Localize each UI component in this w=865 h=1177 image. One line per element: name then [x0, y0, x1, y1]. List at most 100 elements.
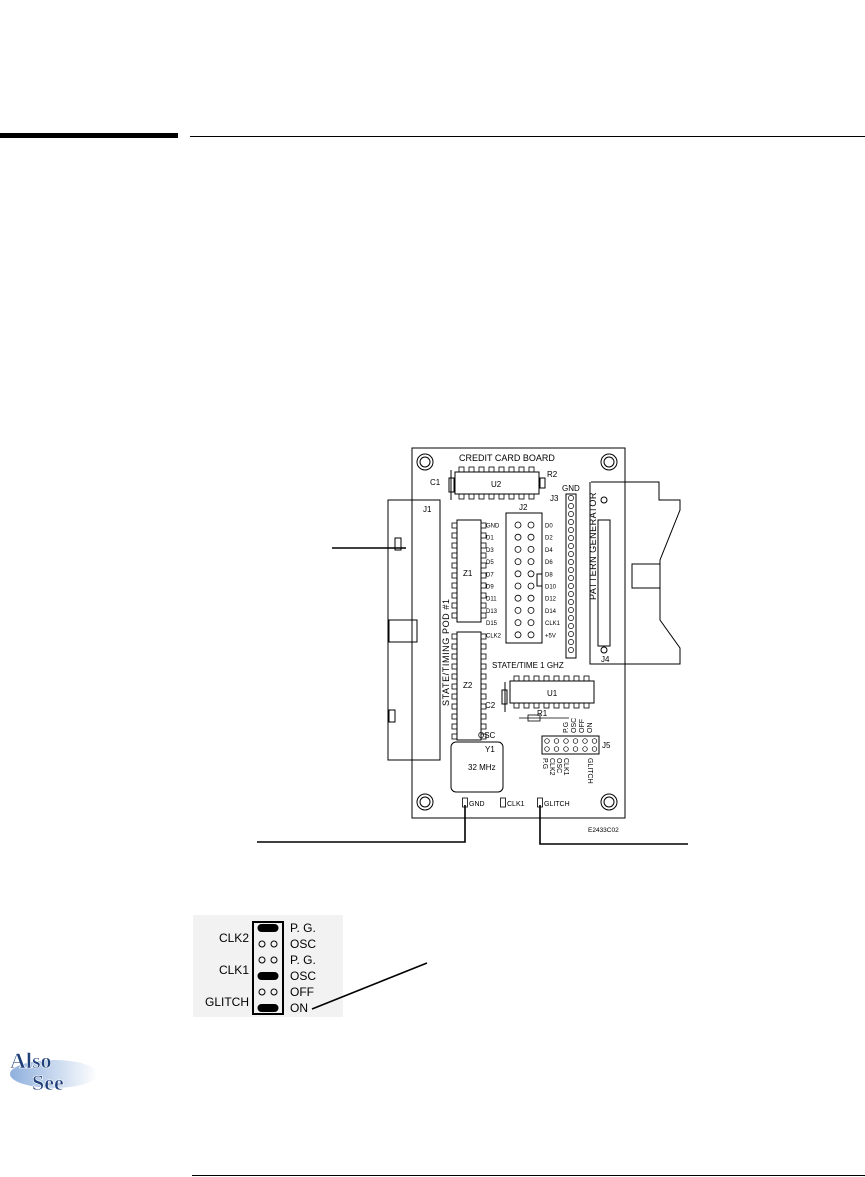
z2-pin [480, 713, 487, 720]
j3-hole [568, 559, 574, 565]
j3-hole [568, 503, 574, 509]
z2-pin [451, 723, 458, 730]
mounting-holes [416, 453, 618, 811]
j3-hole [568, 511, 574, 517]
chip-u1 [509, 680, 595, 704]
u1-pin [573, 702, 580, 709]
j2-right-label: D8 [545, 572, 553, 578]
z2-pin [480, 663, 487, 670]
test-point-label: CLK1 [507, 801, 525, 808]
u1-pin [563, 702, 570, 709]
z2-pin [480, 693, 487, 700]
j2-left-label: D15 [486, 621, 498, 627]
u1-pin [553, 702, 560, 709]
z2-pin [451, 693, 458, 700]
j2-hole [527, 546, 535, 553]
z2-pin [480, 643, 487, 650]
z1-pin [480, 582, 487, 589]
j2-right-label: +5V [545, 633, 556, 639]
u1-pin [533, 675, 540, 682]
jumper-position-label: P. G. [290, 921, 316, 935]
z1-pin [480, 522, 487, 529]
z1-pin [451, 572, 458, 579]
oscillator-y1 [450, 741, 504, 793]
j2-left-label: D1 [486, 536, 494, 542]
z1-pin [451, 612, 458, 619]
jumper-pin [258, 940, 266, 948]
also-see-line2: See [32, 1070, 64, 1094]
u2-pin [528, 466, 535, 473]
j2-hole [514, 570, 522, 578]
chip-z1 [456, 519, 482, 623]
j3-hole [568, 543, 574, 549]
j3-hole [568, 607, 574, 613]
u2-pin [458, 493, 465, 500]
j5-top-label: OFF [579, 719, 586, 733]
j2-hole [514, 631, 522, 639]
jumper-group-label: CLK2 [219, 931, 249, 945]
svg-text:U1: U1 [547, 689, 558, 698]
u2-pin [518, 493, 525, 500]
z1-pin [480, 592, 487, 599]
z1-pin [480, 562, 487, 569]
section-rule-thin [190, 136, 865, 137]
j2-hole [527, 533, 535, 541]
j5-bottom-label: GLITCH [586, 758, 593, 784]
label-j1: J1 [423, 505, 432, 514]
u2-pin [478, 493, 485, 500]
j3-hole [568, 615, 574, 621]
j5-hole [544, 738, 550, 744]
test-point-label: GLITCH [544, 801, 570, 808]
label-gnd-top: GND [562, 484, 580, 493]
u1-pin [553, 675, 560, 682]
u1-pin [523, 675, 530, 682]
j5-hole [591, 738, 598, 744]
j2-hole [514, 607, 522, 614]
j2-hole [514, 533, 522, 541]
z2-pin [480, 633, 487, 640]
j3-hole [568, 647, 574, 653]
j2-right-label: D4 [545, 548, 553, 554]
u2-pin [518, 466, 525, 473]
jumper-position-label: P. G. [290, 953, 316, 967]
j2-right-label: D6 [545, 560, 553, 566]
z1-pin [451, 522, 458, 529]
label-j3: J3 [550, 494, 559, 503]
u2-pin [508, 466, 515, 473]
j3-hole [568, 551, 574, 557]
u2-pin [488, 466, 495, 473]
pattern-generator-label: PATTERN GENERATOR [588, 492, 598, 600]
jumper-position-label: OSC [290, 937, 316, 951]
z2-pin [480, 683, 487, 690]
jumper-shunt [257, 924, 279, 932]
label-c2: C2 [485, 701, 496, 710]
u1-pin [513, 702, 520, 709]
u2-pin [528, 493, 535, 500]
footer-rule [192, 1175, 865, 1176]
j5-top-label: P.G [563, 722, 570, 733]
u2-pin [468, 466, 475, 473]
z2-pin [480, 733, 487, 740]
z2-pin [451, 633, 458, 640]
j3-hole [568, 495, 574, 501]
callout-glitch [539, 805, 688, 845]
u1-pin [573, 675, 580, 682]
z2-pin [451, 643, 458, 650]
figure-id: E2433C02 [588, 827, 619, 834]
u2-pin [498, 466, 505, 473]
z2-pin [480, 673, 487, 680]
section-rule-thick [0, 133, 178, 138]
j2-right-label: D0 [545, 524, 553, 530]
z1-pin [480, 552, 487, 559]
j2-right-label: CLK1 [545, 621, 561, 627]
z2-pin [451, 713, 458, 720]
u1-pin [583, 675, 590, 682]
j5-top-label: OSC [571, 718, 578, 733]
svg-text:Z2: Z2 [463, 681, 473, 690]
u2-pin [508, 493, 515, 500]
jumper-shunt [257, 972, 279, 980]
j2-hole [527, 558, 535, 565]
u2-pin [498, 493, 505, 500]
osc-label: OSC [478, 731, 496, 740]
jumper-pin [270, 940, 278, 948]
